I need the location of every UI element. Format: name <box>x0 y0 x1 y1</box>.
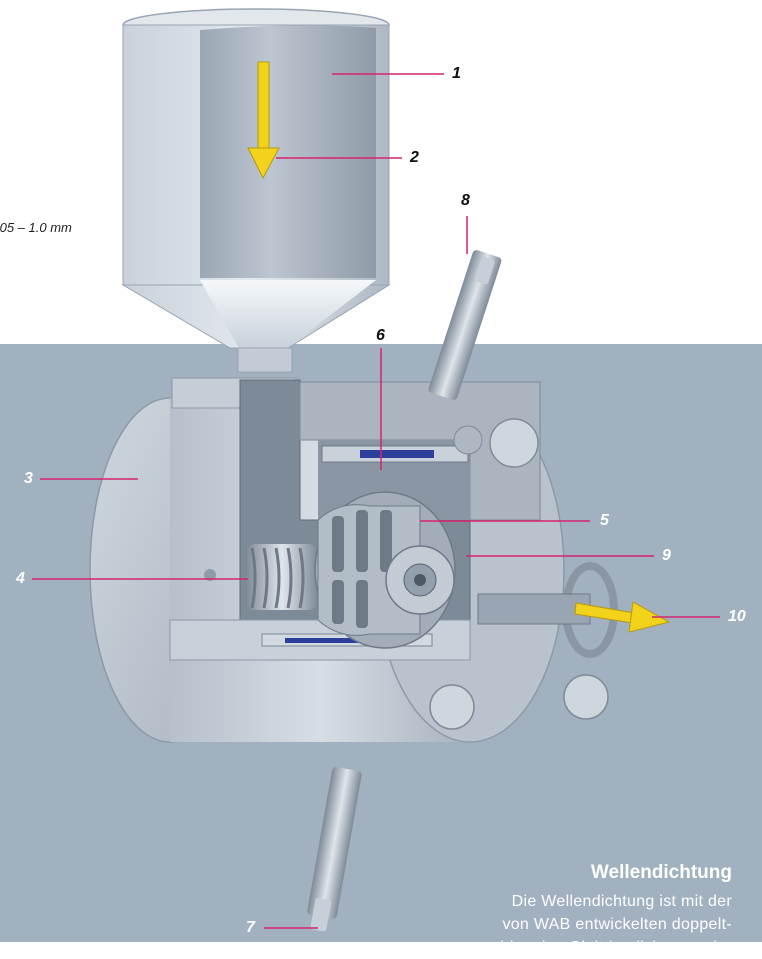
callout-1: 1 <box>452 65 461 82</box>
inflow-arrow <box>247 61 280 180</box>
callout-2: 2 <box>410 149 419 166</box>
callout-10: 10 <box>728 608 746 625</box>
callout-5: 5 <box>600 512 609 529</box>
callout-7: 7 <box>246 919 255 936</box>
info-text-block: Wellendichtung Die Wellendichtung ist mi… <box>372 862 732 959</box>
acorn-nuts <box>429 418 609 730</box>
info-body-line: wirkenden Gleitringdichtung oder <box>488 939 732 956</box>
callout-9: 9 <box>662 547 671 564</box>
leader-lines <box>32 73 720 929</box>
impeller <box>314 491 456 649</box>
hopper <box>121 8 391 373</box>
info-body-line: von WAB entwickelten doppelt- <box>502 916 732 933</box>
callout-6: 6 <box>376 327 385 344</box>
outflow-arrow <box>574 601 671 633</box>
callout-4: 4 <box>16 570 25 587</box>
callout-3: 3 <box>24 470 33 487</box>
info-title: Wellendichtung <box>590 862 732 883</box>
spec-label: .05 – 1.0 mm <box>0 220 72 235</box>
bottom-fitting <box>307 767 362 932</box>
callout-8: 8 <box>461 192 470 209</box>
top-fitting <box>428 250 502 400</box>
spring <box>246 544 318 610</box>
info-body-line: Die Wellendichtung ist mit der <box>511 893 732 910</box>
